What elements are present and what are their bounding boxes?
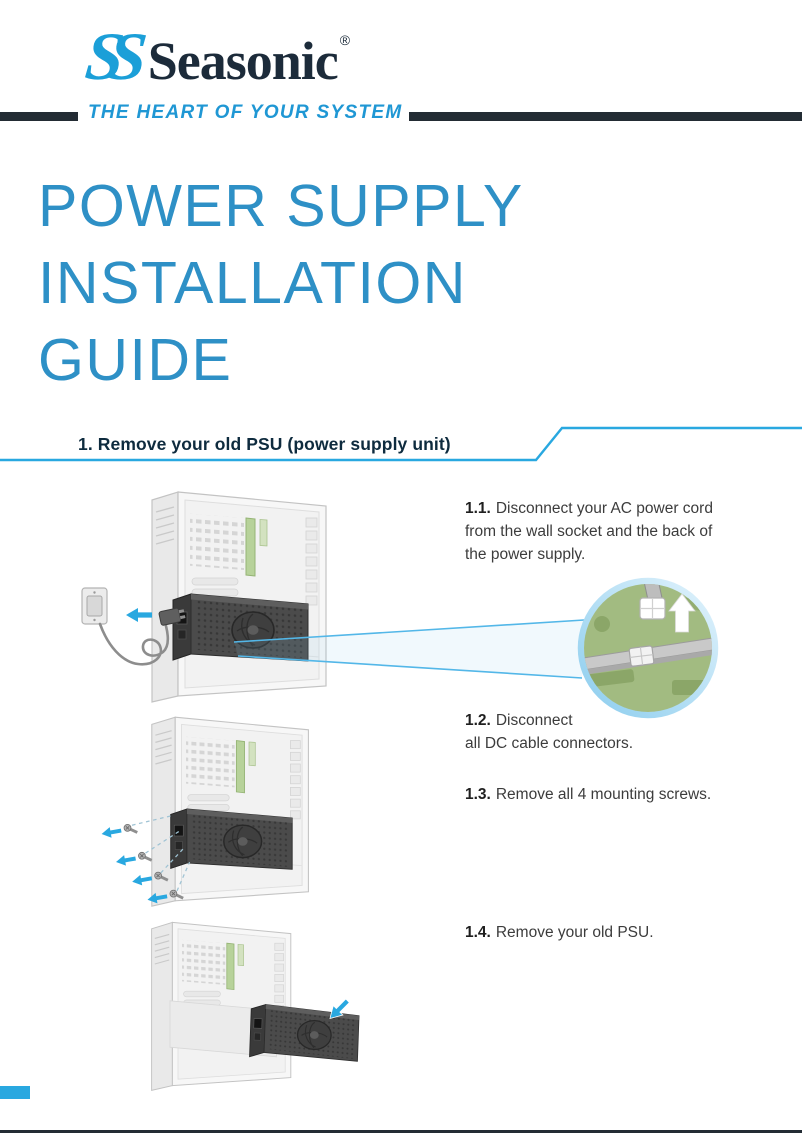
step-1-4: 1.4.Remove your old PSU. (465, 922, 795, 945)
screw-arrow-icon (100, 825, 123, 840)
brand-tagline: THE HEART OF YOUR SYSTEM (88, 102, 403, 123)
step-1-3-label: 1.3. (465, 786, 491, 803)
psu-icon (248, 1003, 360, 1062)
step-1-3: 1.3.Remove all 4 mounting screws. (465, 784, 795, 807)
step-1-2-label: 1.2. (465, 712, 491, 729)
power-cord-icon (98, 622, 170, 666)
footer-accent-tab (0, 1086, 30, 1099)
logo-wordmark: Seasonic (147, 31, 339, 91)
zoom-detail-circle (577, 577, 719, 719)
illustration-remove-screws (100, 716, 310, 907)
tagline-bar-left (0, 112, 78, 121)
step-1-1-text: Disconnect your AC power cord from the w… (465, 500, 713, 563)
ac-plug-icon (158, 607, 186, 626)
zoom-beam-lines (233, 619, 585, 679)
screw-guide-lines (131, 814, 191, 892)
arrow-up-icon (668, 593, 696, 633)
step-1-4-label: 1.4. (465, 924, 491, 941)
page-title-line-3: GUIDE (38, 327, 233, 393)
registered-mark: ® (339, 32, 351, 48)
step-1-2: 1.2.Disconnect all DC cable connectors. (465, 710, 795, 756)
pc-case-icon (151, 716, 310, 907)
page-title: POWER SUPPLY INSTALLATION GUIDE (38, 168, 524, 399)
section-1-heading: 1. Remove your old PSU (power supply uni… (78, 434, 451, 454)
screw-icon (138, 851, 153, 863)
step-1-1-label: 1.1. (465, 500, 491, 517)
screw-arrow-icon (115, 853, 137, 868)
step-1-3-text: Remove all 4 mounting screws. (495, 786, 712, 803)
tagline-bar-right (409, 112, 802, 121)
psu-icon (169, 808, 293, 871)
step-1-4-text: Remove your old PSU. (495, 924, 654, 941)
screw-arrow-icon (131, 873, 153, 888)
step-1-2-text: Disconnect all DC cable connectors. (465, 712, 633, 752)
wall-socket-icon (81, 587, 108, 625)
screw-icon (123, 824, 139, 835)
page-title-line-2: INSTALLATION (38, 250, 467, 316)
section-tab-rule (0, 426, 802, 462)
page-title-line-1: POWER SUPPLY (38, 173, 524, 239)
footer-rule (0, 1130, 802, 1133)
brand-logo: SS Seasonic ® (82, 18, 351, 94)
dc-socket-icon (628, 645, 655, 667)
zoom-ring-icon (577, 577, 719, 719)
seasonic-ss-logo-icon: SS (82, 18, 136, 94)
illustration-remove-psu (151, 921, 360, 1091)
illustration-unplug-cord (81, 491, 327, 703)
dc-connector-icon (639, 597, 666, 620)
step-1-1: 1.1.Disconnect your AC power cord from t… (465, 498, 795, 566)
